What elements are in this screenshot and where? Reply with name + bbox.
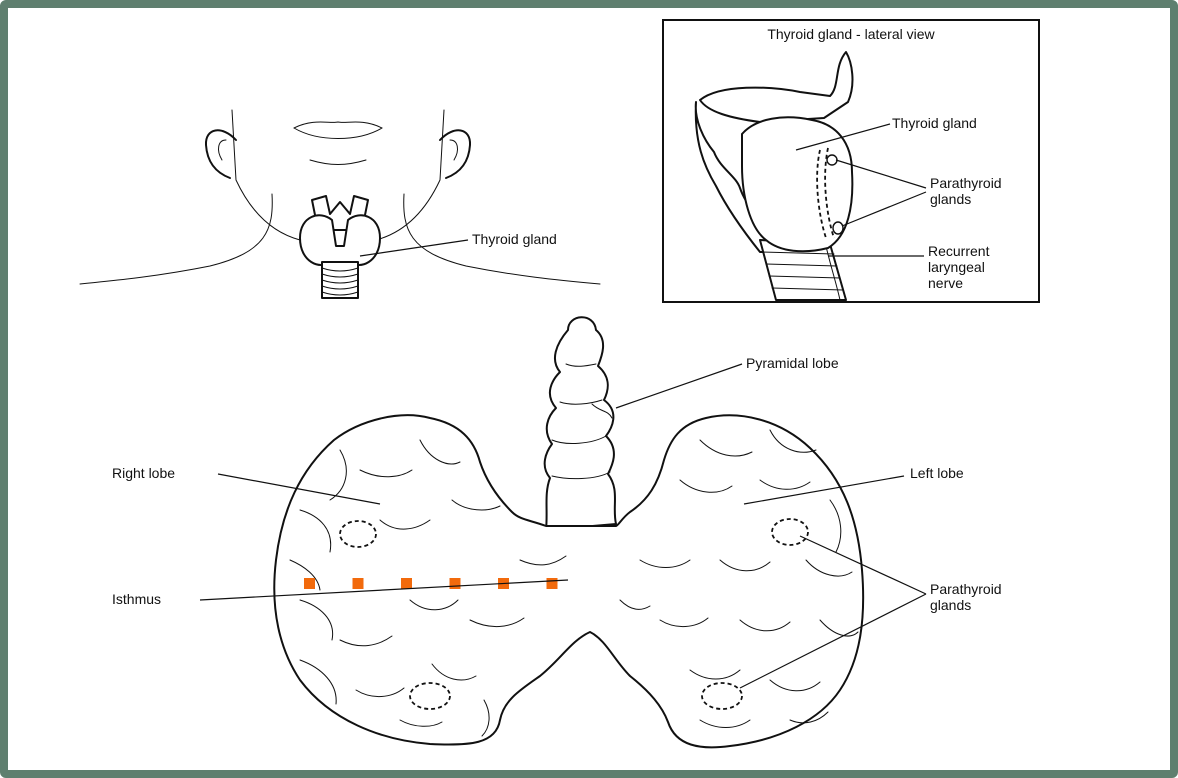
parathyroid-label-1: Parathyroid xyxy=(930,581,1002,597)
inset-nerve-label-3: nerve xyxy=(928,275,963,291)
right-ear xyxy=(206,130,236,178)
isthmus-marker xyxy=(304,578,315,589)
thyroid-main-view: Pyramidal lobe Right lobe Left lobe Isth… xyxy=(112,317,1002,747)
isthmus-marker xyxy=(450,578,461,589)
isthmus-marker xyxy=(353,578,364,589)
lateral-view-inset: Thyroid gland - lateral view Thyroid gla… xyxy=(663,20,1039,302)
pyramidal-lobe-label: Pyramidal lobe xyxy=(746,355,839,371)
inset-parathyroid-label-1: Parathyroid xyxy=(930,175,1002,191)
inset-thyroid-label: Thyroid gland xyxy=(892,115,977,131)
left-lobe-label: Left lobe xyxy=(910,465,964,481)
head-neck-front-view: Thyroid gland xyxy=(80,110,600,298)
isthmus-marker xyxy=(547,578,558,589)
isthmus-marker xyxy=(401,578,412,589)
inset-parathyroid-label-2: glands xyxy=(930,191,971,207)
inset-title: Thyroid gland - lateral view xyxy=(767,26,935,42)
isthmus-label: Isthmus xyxy=(112,591,161,607)
inset-nerve-label-2: laryngeal xyxy=(928,259,985,275)
trachea xyxy=(322,262,358,298)
parathyroid-label-2: glands xyxy=(930,597,971,613)
inset-parathyroid-lower xyxy=(833,222,843,234)
right-lobe-label: Right lobe xyxy=(112,465,175,481)
front-thyroid-label: Thyroid gland xyxy=(472,231,557,247)
pyramidal-lobe xyxy=(545,317,616,530)
inset-nerve-label-1: Recurrent xyxy=(928,243,990,259)
inset-parathyroid-upper xyxy=(827,155,837,165)
left-ear xyxy=(440,130,470,178)
